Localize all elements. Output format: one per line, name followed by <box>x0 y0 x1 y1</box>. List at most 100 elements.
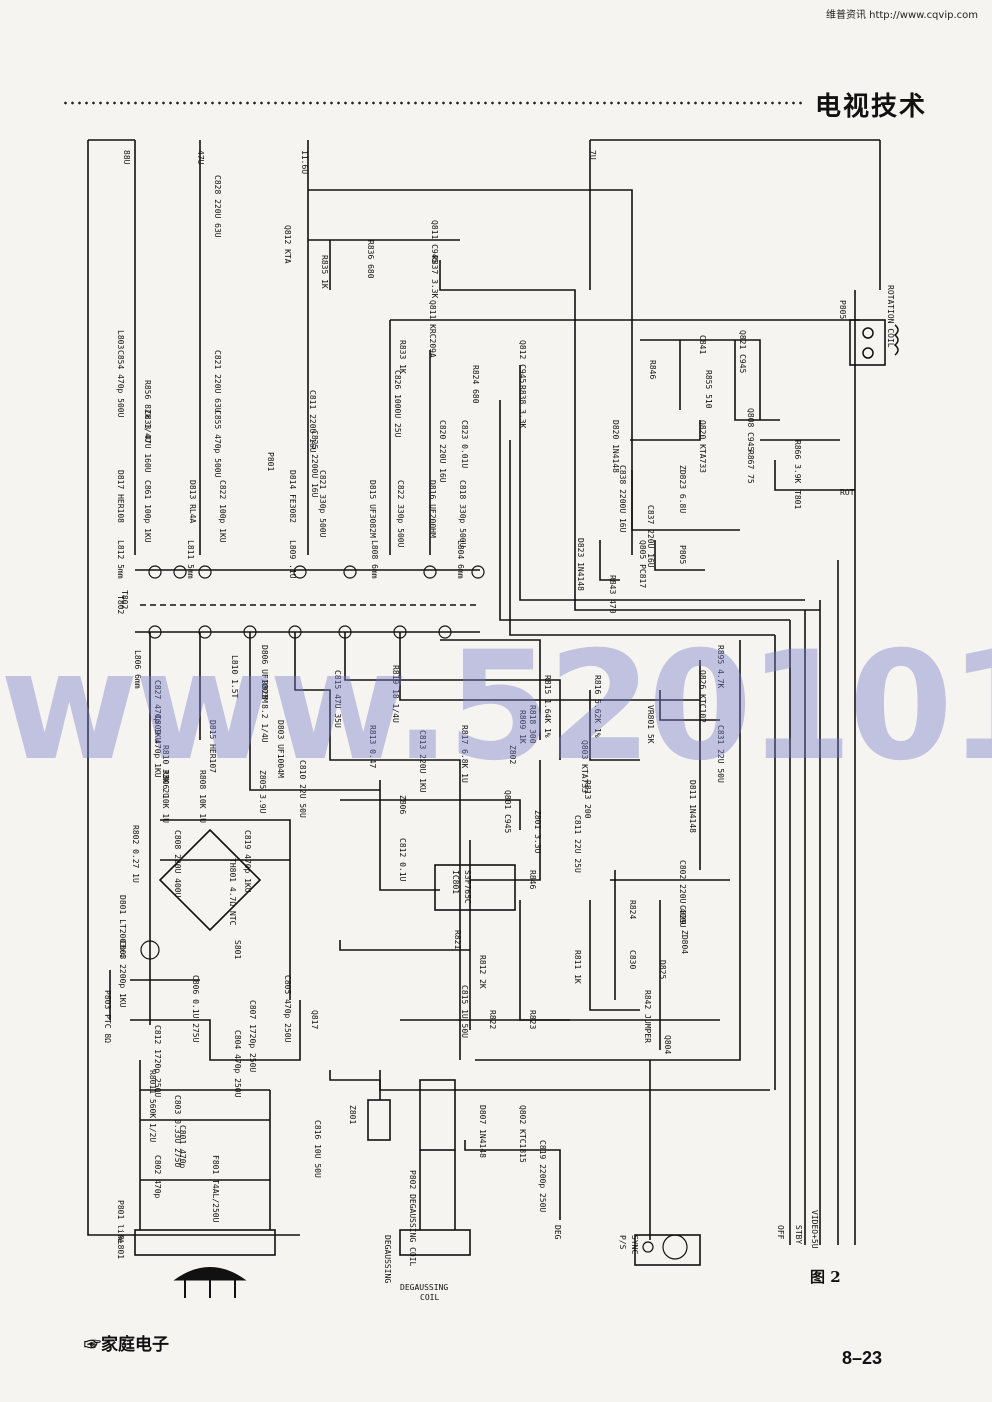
svg-text:R812 2K: R812 2K <box>478 955 487 989</box>
svg-text:R846: R846 <box>648 360 657 379</box>
svg-text:R824 680: R824 680 <box>471 365 480 404</box>
svg-text:R838 3.3K: R838 3.3K <box>518 385 527 429</box>
svg-text:C819 2200p 250U: C819 2200p 250U <box>538 1140 547 1212</box>
svg-text:Q802 KTC1815: Q802 KTC1815 <box>518 1105 527 1163</box>
svg-text:C812 1720p 250U: C812 1720p 250U <box>153 1025 162 1097</box>
svg-text:C854 470p 500U: C854 470p 500U <box>116 350 125 418</box>
svg-text:C811 22U 25U: C811 22U 25U <box>573 815 582 873</box>
rotation-coil-icon <box>862 324 899 359</box>
section-title: 电视技术 <box>815 92 928 122</box>
svg-text:L806 6mm: L806 6mm <box>133 650 142 689</box>
svg-text:C827 470p 1KU: C827 470p 1KU <box>153 680 162 743</box>
svg-text:F801 T4AL/250U: F801 T4AL/250U <box>211 1155 220 1223</box>
svg-text:ZD804: ZD804 <box>680 930 689 954</box>
svg-text:D816 UF200HM: D816 UF200HM <box>428 480 437 538</box>
svg-text:R895 4.7K: R895 4.7K <box>716 645 725 689</box>
svg-text:Q811 KRC209A: Q811 KRC209A <box>428 300 437 358</box>
svg-text:R811 1K: R811 1K <box>573 950 582 984</box>
svg-text:TH801 4.7Ω NTC: TH801 4.7Ω NTC <box>228 858 237 926</box>
svg-text:C808 220U 400U: C808 220U 400U <box>173 830 182 898</box>
figure-caption: 图 2 <box>810 1268 841 1286</box>
rail-label: 11.6U <box>300 150 309 174</box>
svg-text:Q820 KTA733: Q820 KTA733 <box>698 420 707 473</box>
svg-text:P805: P805 <box>678 545 687 564</box>
svg-text:C810 22U 50U: C810 22U 50U <box>298 760 307 818</box>
svg-text:C828 220U 63U: C828 220U 63U <box>213 175 222 238</box>
svg-text:D813 RL4A: D813 RL4A <box>188 480 197 524</box>
svg-text:C812 0.1U: C812 0.1U <box>398 838 407 882</box>
svg-text:Z801 3.3U: Z801 3.3U <box>533 810 542 854</box>
svg-text:P803 PTC 8Ω: P803 PTC 8Ω <box>103 990 112 1043</box>
svg-text:C801 470p: C801 470p <box>178 1125 187 1169</box>
svg-text:ROTATION COIL: ROTATION COIL <box>886 285 895 348</box>
svg-text:R816 5.62K 1%: R816 5.62K 1% <box>593 675 602 738</box>
source-link[interactable]: 维普资讯 http://www.cqvip.com <box>825 10 978 21</box>
svg-text:ZD823 6.8U: ZD823 6.8U <box>678 465 687 513</box>
svg-text:R828 8.2 1/4U: R828 8.2 1/4U <box>260 680 269 743</box>
svg-text:Z806: Z806 <box>398 795 407 814</box>
svg-text:D820 1N4148: D820 1N4148 <box>611 420 620 473</box>
svg-text:C802 220U 400U: C802 220U 400U <box>678 860 687 928</box>
svg-text:C855 470p 500U: C855 470p 500U <box>213 410 222 478</box>
svg-text:C838 2200U 16U: C838 2200U 16U <box>618 465 627 533</box>
svg-text:COIL: COIL <box>420 1293 439 1302</box>
svg-text:C806 0.1U 275U: C806 0.1U 275U <box>191 975 200 1043</box>
svg-text:R842 JUMPER: R842 JUMPER <box>643 990 652 1043</box>
svg-text:Q811 C945: Q811 C945 <box>430 220 439 264</box>
svg-text:R8011 560K 1/2U: R8011 560K 1/2U <box>148 1070 157 1142</box>
svg-text:P801: P801 <box>266 452 275 471</box>
svg-text:R818 300: R818 300 <box>528 705 537 744</box>
svg-text:C805 470p 250U: C805 470p 250U <box>283 975 292 1043</box>
svg-text:R833 1K: R833 1K <box>398 340 407 374</box>
svg-text:R802 0.27 1U: R802 0.27 1U <box>131 825 140 883</box>
magazine-footer: ☞家庭电子 <box>84 1335 169 1355</box>
svg-text:D815 UF3082M: D815 UF3082M <box>368 480 377 538</box>
svg-text:P801 line: P801 line <box>116 1200 125 1244</box>
svg-text:L808 6mm: L808 6mm <box>370 540 379 579</box>
svg-text:D815 HER107: D815 HER107 <box>208 720 217 773</box>
svg-text:R809 1K: R809 1K <box>518 710 527 744</box>
svg-text:Q817: Q817 <box>310 1010 319 1029</box>
svg-text:C861 100p 1KU: C861 100p 1KU <box>143 480 152 543</box>
svg-text:C823 0.01U: C823 0.01U <box>460 420 469 468</box>
svg-text:C803 2200p 1KU: C803 2200p 1KU <box>118 940 127 1008</box>
svg-text:Q826 KTC102: Q826 KTC102 <box>698 670 707 723</box>
svg-text:VR801 5K: VR801 5K <box>646 705 655 744</box>
svg-text:DEGAUSSING: DEGAUSSING <box>383 1235 392 1283</box>
svg-text:C803 0.33U 275U: C803 0.33U 275U <box>173 1095 182 1167</box>
rail-label: 47U <box>196 150 205 165</box>
svg-text:R823: R823 <box>528 1010 537 1029</box>
transformer-windings <box>140 565 688 1260</box>
decorative-dot-rule <box>62 101 802 105</box>
svg-text:C804 470p 250U: C804 470p 250U <box>233 1030 242 1098</box>
svg-text:ROT: ROT <box>840 488 855 497</box>
svg-text:DEG: DEG <box>553 1225 562 1240</box>
svg-text:C826 1000U 25U: C826 1000U 25U <box>393 370 402 438</box>
svg-text:C809 470p 1KU: C809 470p 1KU <box>153 715 162 778</box>
svg-text:R808 10K 1U: R808 10K 1U <box>198 770 207 823</box>
svg-text:R819 18 1/4U: R819 18 1/4U <box>391 665 400 723</box>
svg-text:L810 1.5T: L810 1.5T <box>230 655 239 699</box>
svg-text:Q804: Q804 <box>663 1035 672 1054</box>
svg-text:C831 22U 50U: C831 22U 50U <box>716 725 725 783</box>
svg-text:DEGAUSSING: DEGAUSSING <box>400 1283 448 1292</box>
svg-text:R813 0.47: R813 0.47 <box>368 725 377 769</box>
svg-text:Q812 KTA: Q812 KTA <box>283 225 292 264</box>
svg-text:P805: P805 <box>838 300 847 319</box>
svg-text:VIDEO+5U: VIDEO+5U <box>810 1210 819 1249</box>
svg-text:D811 1N4148: D811 1N4148 <box>688 780 697 833</box>
page-number: 8–23 <box>842 1348 883 1368</box>
svg-text:D807 1N4148: D807 1N4148 <box>478 1105 487 1158</box>
svg-text:Z801: Z801 <box>348 1105 357 1124</box>
svg-text:R824: R824 <box>628 900 637 919</box>
svg-text:C815 1U 50U: C815 1U 50U <box>460 985 469 1038</box>
svg-text:Q803 KTA733: Q803 KTA733 <box>580 740 589 793</box>
svg-text:L804 6mm: L804 6mm <box>456 540 465 579</box>
svg-text:C819 470p 1KU: C819 470p 1KU <box>243 830 252 893</box>
svg-text:R856 82k 1/4U: R856 82k 1/4U <box>143 380 152 443</box>
svg-text:C825 2200U 16U: C825 2200U 16U <box>310 430 319 498</box>
svg-text:R817 6.8K 1U: R817 6.8K 1U <box>460 725 469 783</box>
svg-text:C816 10U 50U: C816 10U 50U <box>313 1120 322 1178</box>
component-labels: 88U 47U 11.6U 7U L803 C854 470p 500U R85… <box>103 150 895 1302</box>
